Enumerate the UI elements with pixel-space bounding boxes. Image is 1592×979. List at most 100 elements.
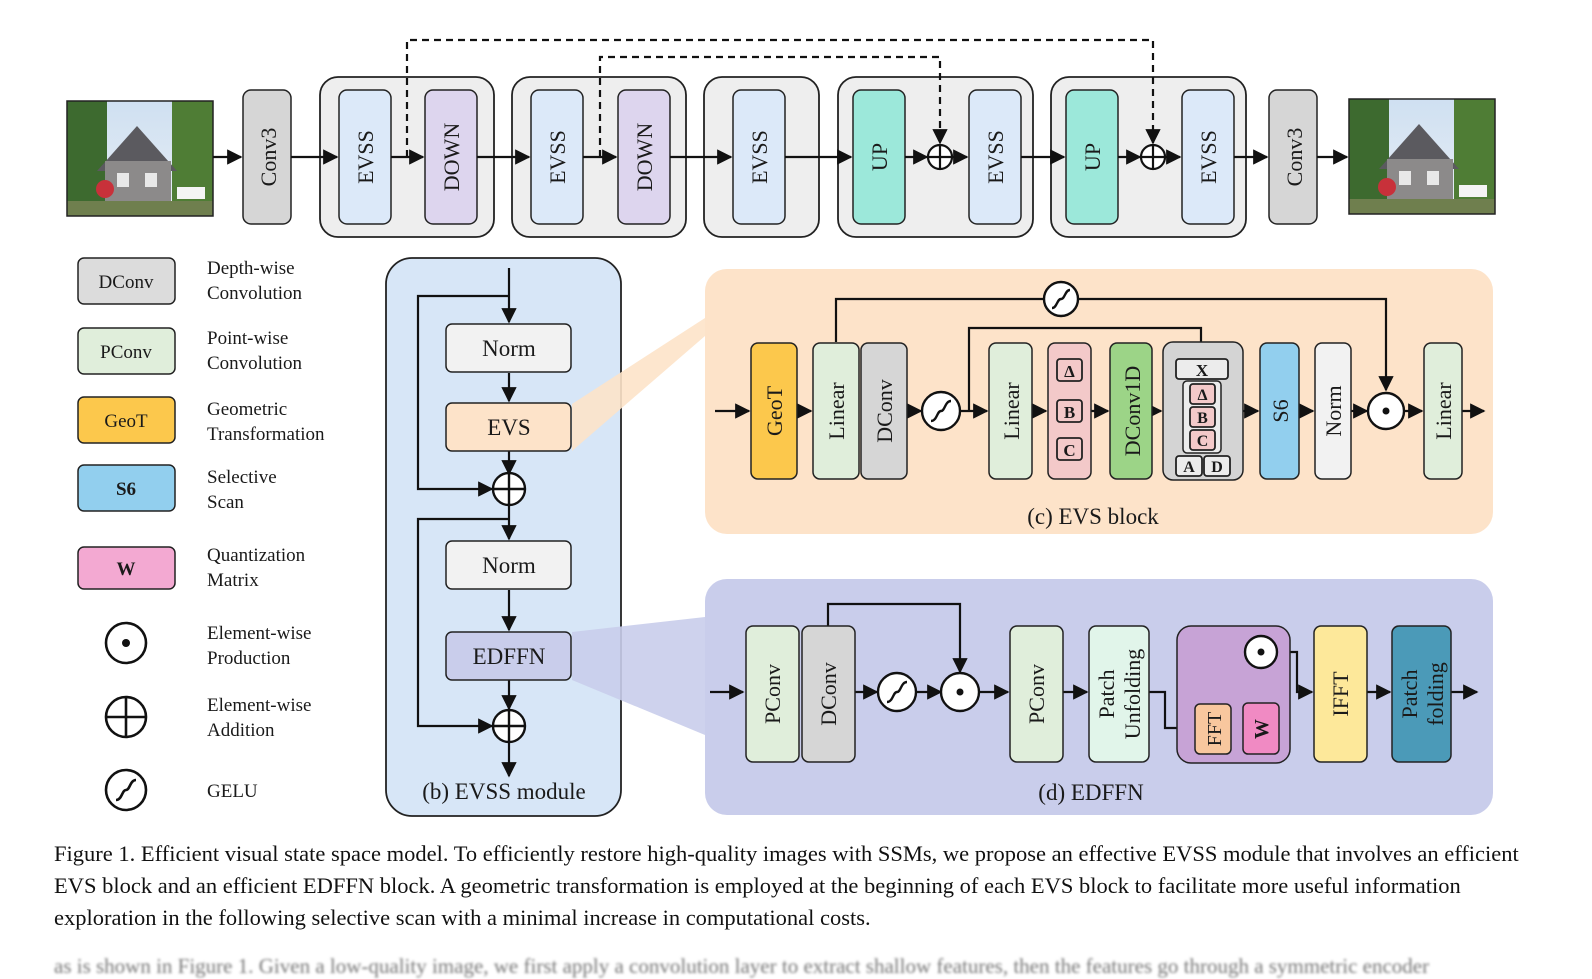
evs-zoom-wedge (572, 318, 705, 451)
edffn-block: PConv DConv PConv Patch Unfolding FF (705, 579, 1493, 815)
fft-box: FFT (1194, 703, 1232, 755)
evss-1: EVSS (338, 89, 392, 225)
norm-2-label: Norm (482, 553, 536, 578)
proj-params-box: Δ B C (1047, 342, 1092, 480)
legend-s6-desc: Selective (207, 467, 277, 488)
up-1: UP (852, 89, 906, 225)
legend-pconv-desc: Point-wise (207, 328, 288, 349)
s6-label: S6 (1268, 399, 1293, 422)
linear-2-label: Linear (999, 382, 1024, 440)
legend-w-desc: Quantization (207, 545, 306, 566)
legend-w-box: W (117, 559, 136, 580)
evss-3: EVSS (732, 89, 786, 225)
oplus-icon (926, 143, 954, 171)
geot-label: GeoT (762, 385, 787, 436)
fft-label: FFT (1204, 712, 1226, 746)
gelu-icon (1042, 280, 1080, 318)
down-2-label: DOWN (632, 123, 657, 192)
evss-module-arrows (416, 268, 517, 778)
ifft-label: IFFT (1328, 671, 1353, 717)
edffn: EDFFN (445, 631, 572, 681)
legend-oplus: Element-wise Addition (104, 695, 311, 741)
evs-block-caption: (c) EVS block (1027, 504, 1159, 529)
dconv-label: DConv (872, 379, 897, 443)
gelu-icon (920, 390, 962, 432)
legend-dconv: DConv Depth-wise Convolution (77, 257, 303, 305)
evss-module: Norm EVS Norm EDFFN (b) EVSS module (385, 257, 705, 817)
linear-1-label: Linear (824, 382, 849, 440)
dconv1d-label: DConv1D (1120, 366, 1145, 456)
up-2-label: UP (1080, 143, 1105, 171)
legend-oplus-desc: Element-wise (207, 695, 311, 716)
odot-icon (1366, 391, 1406, 431)
oplus-icon (491, 471, 527, 507)
legend-s6: S6 Selective Scan (77, 464, 277, 513)
linear-3-label: Linear (1431, 382, 1456, 440)
legend-pconv-box: PConv (100, 342, 152, 363)
norm-1: Norm (445, 323, 572, 373)
conv3-out-label: Conv3 (1282, 128, 1307, 187)
legend-w: W Quantization Matrix (77, 545, 306, 591)
legend-geot-desc2: Transformation (207, 424, 325, 445)
patch-unfolding-label-1: Patch (1094, 670, 1119, 719)
evss-3-label: EVSS (747, 130, 772, 184)
evss-4-label: EVSS (983, 130, 1008, 184)
evs-label: EVS (487, 415, 530, 440)
legend-gelu: GELU (104, 768, 258, 812)
legend-w-desc2: Matrix (207, 570, 259, 591)
legend-s6-box: S6 (116, 479, 136, 500)
oplus-icon (1139, 143, 1167, 171)
legend-pconv-desc2: Convolution (207, 353, 303, 374)
patch-folding-label-2: folding (1423, 662, 1448, 726)
pipeline: Conv3 EVSS DOWN EVSS DOWN EVSS UP EVSS (66, 38, 1496, 238)
edffn-label: EDFFN (473, 644, 546, 669)
w-box: W (1242, 702, 1280, 755)
gelu-icon (876, 671, 918, 713)
conv3-out: Conv3 (1268, 89, 1318, 225)
c-label-2: C (1197, 433, 1209, 450)
output-image (1348, 98, 1496, 215)
c-label: C (1063, 441, 1075, 460)
evs-block: GeoT Linear DConv Linear Δ B (705, 269, 1493, 534)
ssm-params-box: X Δ B C A D (1162, 341, 1244, 481)
oplus-icon (491, 708, 527, 744)
gelu-icon (104, 768, 148, 812)
legend: DConv Depth-wise Convolution PConv Point… (77, 257, 325, 812)
evss-4: EVSS (968, 89, 1022, 225)
pconv-1-label: PConv (760, 664, 785, 724)
norm-2: Norm (445, 540, 572, 590)
legend-geot-desc: Geometric (207, 399, 287, 420)
linear-2-box: Linear (988, 342, 1033, 480)
norm-1-label: Norm (482, 336, 536, 361)
input-image (66, 100, 214, 217)
norm-label: Norm (1321, 385, 1346, 436)
legend-odot: Element-wise Production (104, 621, 311, 669)
ifft-box: IFFT (1313, 625, 1368, 763)
skip-connections (405, 38, 1161, 157)
legend-dconv-box: DConv (99, 272, 154, 293)
linear-3-box: Linear (1423, 342, 1463, 480)
down-1: DOWN (424, 89, 478, 225)
odot-icon (939, 671, 981, 713)
evss-5-label: EVSS (1196, 130, 1221, 184)
body-text-clipped: as is shown in Figure 1. Given a low-qua… (54, 954, 1430, 978)
conv3-in-label: Conv3 (256, 128, 281, 187)
oplus-icon (104, 695, 148, 739)
evss-2-label: EVSS (545, 130, 570, 184)
b-label: B (1064, 403, 1075, 422)
odot-icon (104, 621, 148, 665)
evs-block-arrows (715, 297, 1486, 419)
legend-oplus-desc2: Addition (207, 720, 275, 741)
dconv-box: DConv (860, 342, 908, 480)
pconv-2-label: PConv (1024, 664, 1049, 724)
evss-module-caption: (b) EVSS module (422, 779, 586, 804)
figure-caption: Figure 1. Efficient visual state space m… (54, 841, 1519, 930)
evs: EVS (445, 402, 572, 452)
legend-odot-desc: Element-wise (207, 623, 311, 644)
legend-pconv: PConv Point-wise Convolution (77, 327, 303, 375)
legend-geot-box: GeoT (104, 411, 148, 432)
delta-label: Δ (1064, 362, 1075, 381)
legend-s6-desc2: Scan (207, 492, 244, 513)
down-1-label: DOWN (439, 123, 464, 192)
norm-box: Norm (1314, 342, 1352, 480)
